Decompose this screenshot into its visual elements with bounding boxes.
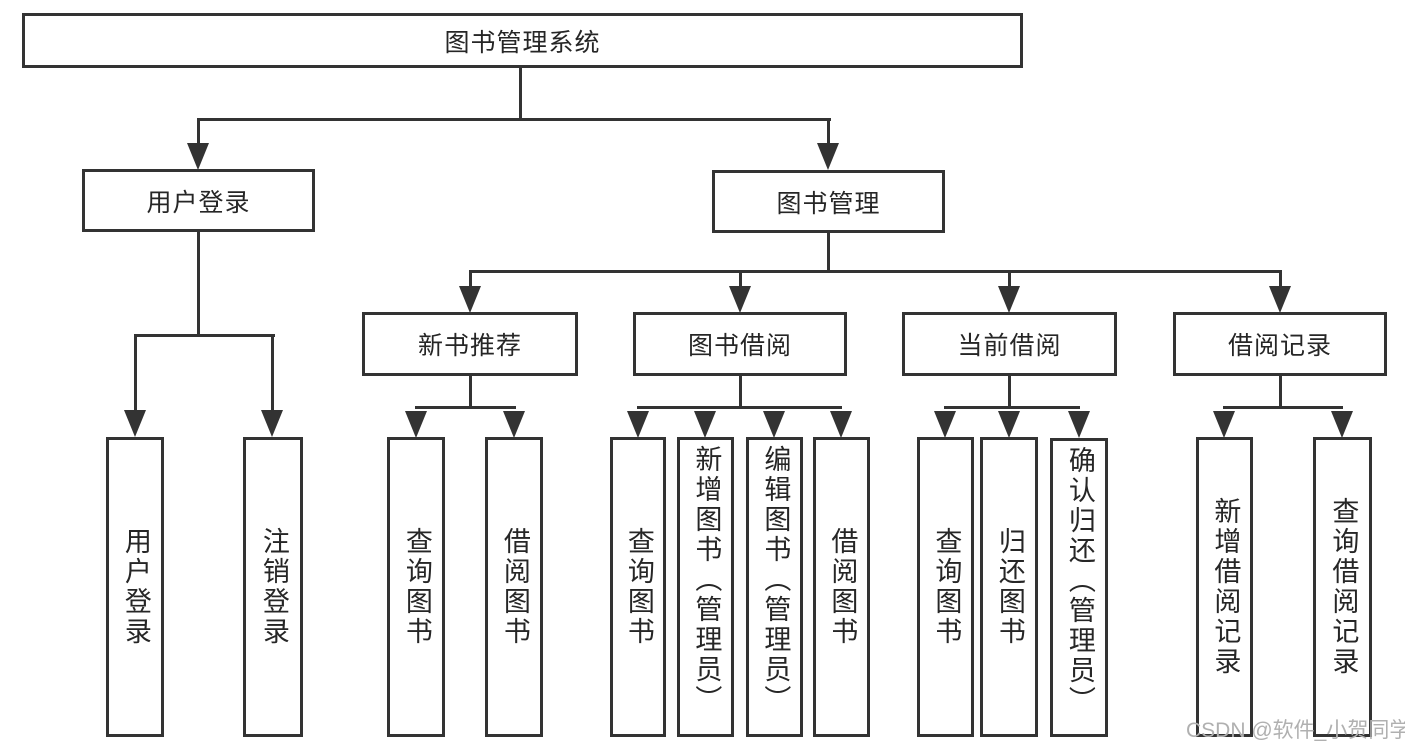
arrow-down-icon [817,143,839,170]
leaf-user-login: 用户登录 [106,437,164,737]
node-book-management: 图书管理 [712,170,945,233]
connector-current-borrow-rail [944,406,1080,409]
node-label: 注销登录 [258,527,289,647]
leaf-add-borrow-record: 新增借阅记录 [1196,437,1253,737]
arrow-down-icon [729,286,751,313]
arrow-down-icon [1269,286,1291,313]
arrow-down-icon [934,411,956,438]
leaf-confirm-return-admin: 确认归还（管理员） [1050,438,1108,737]
node-label: 用户登录 [146,188,251,217]
node-label: 借阅图书 [499,527,530,647]
node-label: 图书管理 [776,189,881,218]
node-label: 查询图书 [931,527,962,647]
leaf-edit-books-admin: 编辑图书（管理员） [746,437,803,737]
node-user-login: 用户登录 [82,169,315,232]
arrow-down-icon [503,411,525,438]
node-label: 图书借阅 [687,332,792,360]
watermark: CSDN @软件_小贺同学 [1186,719,1405,742]
connector-level1-rail [197,118,831,121]
leaf-return-books: 归还图书 [980,437,1038,737]
connector-leaf-drop [739,270,742,290]
node-root: 图书管理系统 [22,13,1023,68]
leaf-query-books-current: 查询图书 [917,437,974,737]
connector-new-books-stem [469,376,472,408]
node-book-borrowing: 图书借阅 [633,312,847,376]
connector-level2-rail [469,270,1282,273]
connector-book-management-drop [827,118,830,150]
connector-book-management-stem [827,233,830,273]
node-label: 图书管理系统 [444,28,601,57]
node-label: 借阅图书 [827,527,858,647]
leaf-query-borrow-record: 查询借阅记录 [1313,437,1372,737]
node-label: 查询图书 [623,527,654,647]
connector-book-borrow-rail [637,406,842,409]
node-label: 用户登录 [120,527,151,647]
arrow-down-icon [1331,411,1353,438]
node-label: 新增图书（管理员） [691,445,722,715]
arrow-down-icon [459,286,481,313]
connector-leaf-drop [1279,270,1282,290]
arrow-down-icon [763,411,785,438]
arrow-down-icon [627,411,649,438]
node-label: 当前借阅 [957,332,1062,360]
arrow-down-icon [1213,411,1235,438]
arrow-down-icon [998,411,1020,438]
arrow-down-icon [124,410,146,437]
connector-leaf-drop [1008,270,1011,290]
connector-user-login-stem [197,232,200,337]
node-new-book-recommendation: 新书推荐 [362,312,578,376]
leaf-query-books-borrowing: 查询图书 [610,437,666,737]
connector-new-books-rail [415,406,516,409]
node-current-borrowing: 当前借阅 [902,312,1117,376]
arrow-down-icon [830,411,852,438]
connector-leaf-drop [134,334,137,412]
arrow-down-icon [1068,411,1090,438]
arrow-down-icon [694,411,716,438]
arrow-down-icon [998,286,1020,313]
connector-book-borrow-stem [739,376,742,408]
connector-borrow-records-rail [1223,406,1343,409]
leaf-add-books-admin: 新增图书（管理员） [677,437,734,737]
connector-leaf-drop [271,334,274,412]
node-label: 编辑图书（管理员） [760,445,791,715]
node-label: 归还图书 [994,527,1025,647]
node-label: 查询借阅记录 [1328,497,1359,677]
leaf-query-books-recommend: 查询图书 [387,437,445,737]
leaf-logout: 注销登录 [243,437,303,737]
connector-user-login-rail [134,334,275,337]
connector-root-stem [519,68,522,121]
leaf-borrow-books: 借阅图书 [813,437,870,737]
leaf-borrow-books-recommend: 借阅图书 [485,437,543,737]
connector-current-borrow-stem [1008,376,1011,408]
node-label: 借阅记录 [1227,332,1332,360]
arrow-down-icon [405,411,427,438]
node-label: 确认归还（管理员） [1064,446,1095,716]
node-label: 新增借阅记录 [1210,497,1241,677]
node-label: 新书推荐 [417,332,522,360]
connector-user-login-drop [197,118,200,150]
arrow-down-icon [261,410,283,437]
node-borrowing-records: 借阅记录 [1173,312,1387,376]
connector-leaf-drop [469,270,472,290]
node-label: 查询图书 [401,527,432,647]
arrow-down-icon [187,143,209,170]
connector-borrow-records-stem [1279,376,1282,408]
